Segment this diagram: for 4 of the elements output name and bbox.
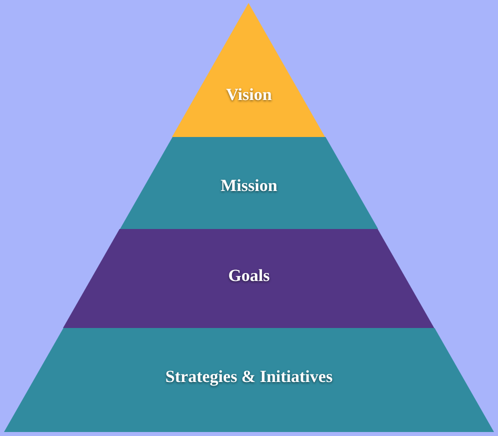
band-label: Strategies & Initiatives (165, 367, 333, 387)
band-label: Vision (226, 85, 272, 105)
band-label: Goals (228, 266, 270, 286)
band-label: Mission (220, 176, 278, 196)
